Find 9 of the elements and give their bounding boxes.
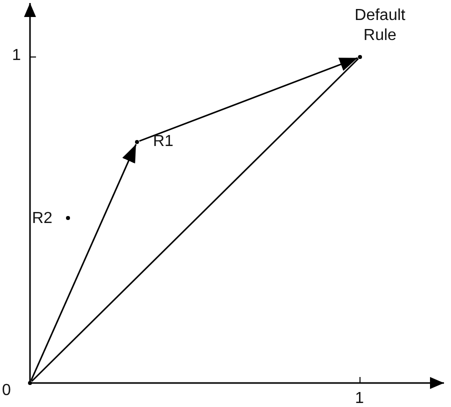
arrow bbox=[30, 144, 137, 382]
tick-label: 0 bbox=[2, 382, 11, 400]
point-label: R2 bbox=[32, 210, 52, 228]
line bbox=[31, 58, 359, 382]
point-label: Default Rule bbox=[354, 6, 406, 46]
point-label: R1 bbox=[153, 133, 174, 151]
tick-label: 1 bbox=[355, 390, 364, 407]
arrow bbox=[139, 57, 358, 142]
tick-label: 1 bbox=[12, 47, 21, 65]
